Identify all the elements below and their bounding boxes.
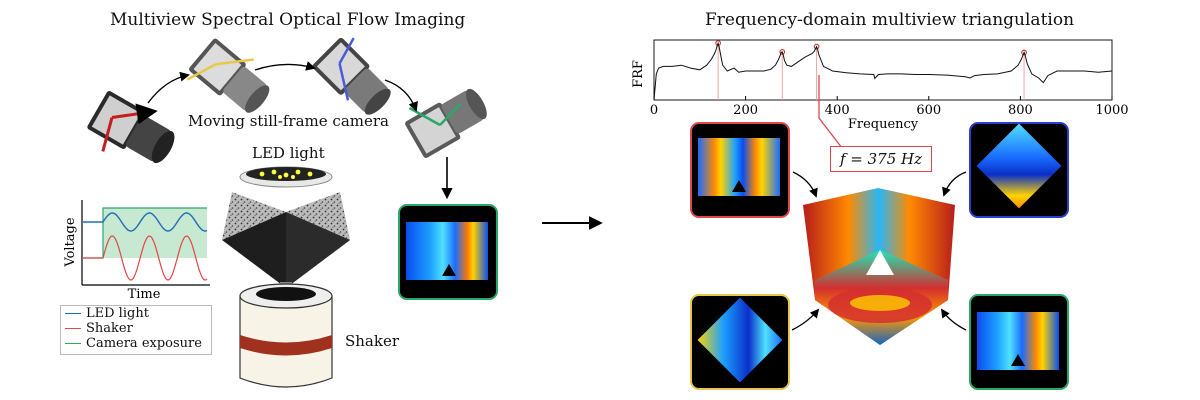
legend-label: Shaker [86,321,133,336]
led-light-icon [239,166,333,188]
frf-peak-marker [813,43,820,50]
camera-3 [312,37,391,115]
view-panel-green [969,294,1069,390]
arrow-cam1-cam2 [147,71,190,104]
frf-chart: 0 200 400 600 800 1000 FRF Frequency [631,39,1129,132]
legend-item-exposure: Camera exposure [61,336,211,351]
view-panel-blue [969,122,1069,218]
arrow-cam3-cam4 [384,79,418,112]
legend-swatch [65,328,81,329]
legend-swatch [65,313,81,314]
timing-diagram: Voltage Time [63,200,210,302]
frf-tick-label: 1000 [1095,103,1128,118]
right-title: Frequency-domain multiview triangulation [705,10,1075,30]
frf-peak-marker [1021,49,1027,56]
timing-legend: LED light Shaker Camera exposure [60,305,212,355]
left-title: Multiview Spectral Optical Flow Imaging [110,10,466,30]
timing-xlabel: Time [128,287,161,302]
frf-tick-label: 200 [733,103,758,118]
frf-tick-label: 400 [825,103,850,118]
shaker-label: Shaker [345,332,400,350]
frf-xlabel: Frequency [848,117,919,132]
arrow-cam2-cam3 [254,61,316,71]
camera-4 [405,88,487,158]
frf-tick-label: 600 [916,103,941,118]
frequency-annotation-text: f = 375 Hz [839,150,923,168]
view-panel-red [690,122,790,218]
camera-1 [87,91,175,164]
view-panel-yellow [690,294,790,390]
legend-label: Camera exposure [86,336,202,351]
frf-tick-label: 800 [1008,103,1033,118]
frf-series-line [653,41,1113,101]
legend-item-shaker: Shaker [61,321,211,336]
captured-image-panel [398,204,498,300]
speckle-pyramid [222,192,350,292]
frf-peak-marker [715,40,721,47]
legend-item-led: LED light [61,306,211,321]
timing-ylabel: Voltage [63,217,78,267]
frf-peak-marker [779,49,786,55]
legend-swatch [65,343,81,344]
frf-ylabel: FRF [631,60,646,88]
camera-label: Moving still-frame camera [188,112,389,130]
frf-tick-label: 0 [650,103,658,118]
camera-2 [186,38,270,113]
frequency-annotation: f = 375 Hz [830,146,932,172]
shaker-icon [239,282,333,388]
legend-label: LED light [86,306,149,321]
led-label: LED light [252,144,325,162]
